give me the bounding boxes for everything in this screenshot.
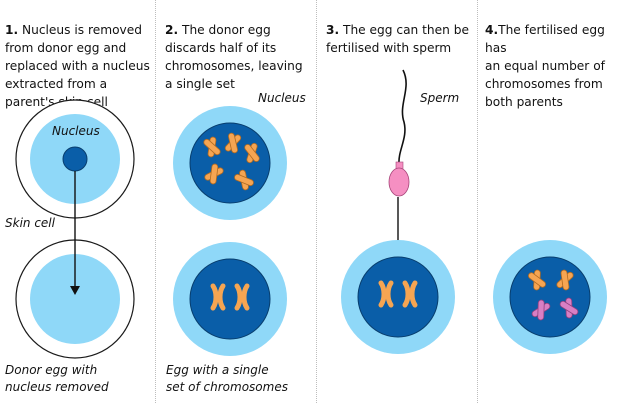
sperm-tail (398, 69, 407, 165)
nucleus-transfer-arrow (70, 171, 80, 295)
label-nucleus-inner: Nucleus (52, 124, 100, 138)
egg-full-set (173, 106, 287, 220)
step-2-description: The donor egg discards half of its chrom… (165, 23, 303, 91)
step-4-description: The fertilised egg has an equal number o… (485, 23, 605, 109)
step-1-text: 1. Nucleus is removed from donor egg and… (5, 3, 155, 111)
label-donor-egg: Donor egg with nucleus removed (5, 363, 109, 394)
step-3-number: 3. (326, 23, 340, 37)
sperm (388, 69, 410, 197)
step-3-description: The egg can then be fertilised with sper… (326, 23, 469, 55)
step-1-number: 1. (5, 23, 19, 37)
step-4-number: 4. (485, 23, 499, 37)
column-divider-1 (155, 0, 156, 403)
egg-single-set (173, 242, 287, 356)
step-4-text: 4.The fertilised egg has an equal number… (485, 3, 619, 111)
fertilised-egg-nucleus (509, 256, 591, 338)
egg-single-set-nucleus (189, 258, 271, 340)
label-egg-single-set: Egg with a single set of chromosomes (166, 363, 288, 394)
skin-cell (15, 99, 135, 219)
label-nucleus-outer: Nucleus (258, 91, 306, 105)
fertilised-egg (493, 240, 607, 354)
column-divider-3 (477, 0, 478, 403)
column-divider-2 (316, 0, 317, 403)
donor-egg-cytoplasm (30, 254, 120, 344)
step-1-description: Nucleus is removed from donor egg and re… (5, 23, 150, 109)
step-2-text: 2. The donor egg discards half of its ch… (165, 3, 315, 93)
step-3-text: 3. The egg can then be fertilised with s… (326, 3, 476, 57)
sperm-head (388, 167, 410, 197)
skin-cell-nucleus (62, 146, 88, 172)
label-sperm: Sperm (420, 91, 460, 105)
egg-before-fertilisation (341, 240, 455, 354)
donor-egg (15, 239, 135, 359)
step-2-number: 2. (165, 23, 179, 37)
egg-step3-nucleus (357, 256, 439, 338)
label-skin-cell: Skin cell (5, 216, 55, 230)
